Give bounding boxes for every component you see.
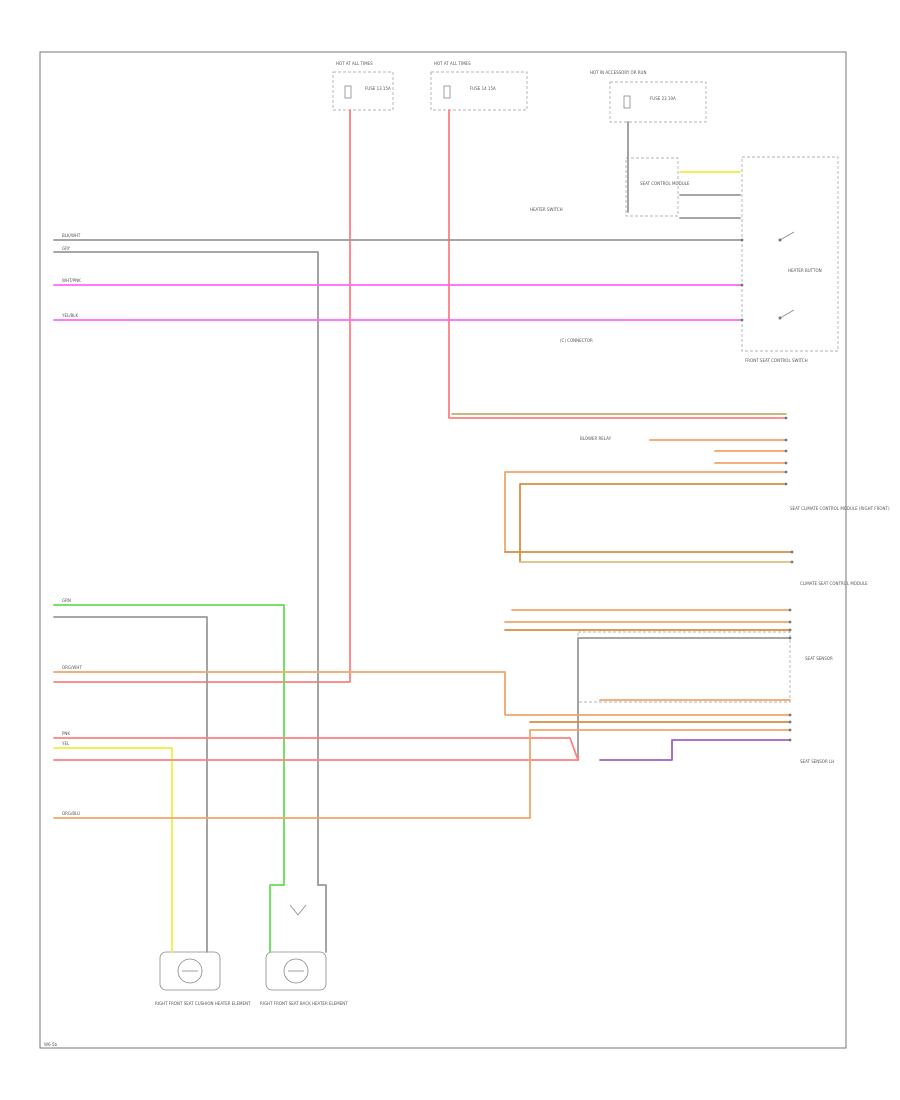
module-top-label: SEAT CONTROL MODULE [640, 181, 690, 186]
label-pnk: PNK [62, 731, 70, 736]
wire-grn [53, 604, 285, 886]
wire-pnk [53, 737, 579, 761]
heater-switch-label: HEATER SWITCH [530, 207, 563, 212]
fuse-icon [344, 85, 352, 99]
blower-relay-label: BLOWER RELAY [580, 436, 612, 441]
seat-sensor-label: SEAT SENSOR [805, 656, 833, 661]
module-rear-label: CLIMATE SEAT CONTROL MODULE [800, 581, 868, 586]
svg-text:HOT AT ALL TIMES: HOT AT ALL TIMES [336, 61, 373, 66]
wire-orange-5 [519, 483, 787, 563]
svg-text:CLIMATE SEAT CONTROL MODULE: CLIMATE SEAT CONTROL MODULE [800, 581, 868, 586]
wire-fuse-a-feed [53, 109, 351, 683]
rf-seat-back-label: RIGHT FRONT SEAT BACK HEATER ELEMENT [260, 1001, 348, 1006]
connector-top-label: (C) CONNECTOR [560, 338, 593, 343]
wire-org-blu [53, 729, 531, 819]
seat-sensor-box [577, 631, 791, 703]
fuse-icon [443, 85, 451, 99]
wire-gry [53, 251, 319, 886]
wire-gry-2 [53, 616, 208, 929]
fuse-block-b: HOT AT ALL TIMES FUSE 14 15A [430, 61, 528, 111]
connector-pins [740, 238, 794, 742]
wire-rear-4 [577, 637, 791, 761]
svg-text:HOT IN ACCESSORY OR RUN: HOT IN ACCESSORY OR RUN [590, 70, 646, 75]
fuse-block-c: HOT IN ACCESSORY OR RUN FUSE 23 10A [590, 70, 707, 123]
seat-sensor-lh-label: SEAT SENSOR LH [800, 759, 834, 764]
wire-fuse-b-feed [448, 109, 787, 419]
label-grn: GRN [62, 598, 71, 603]
rf-seat-cushion-label: RIGHT FRONT SEAT CUSHION HEATER ELEMENT [155, 1001, 251, 1006]
fuse-icon [623, 95, 631, 109]
page-code: W6-5b [44, 1042, 57, 1047]
fuse-block-a: HOT AT ALL TIMES FUSE 13 15A [332, 61, 394, 111]
wire-orange-4 [504, 471, 787, 553]
rf-seat-back-heater [265, 884, 327, 991]
seat-climate-module-label: SEAT CLIMATE CONTROL MODULE (RIGHT FRONT… [790, 506, 890, 511]
svg-text:FUSE 13 15A: FUSE 13 15A [365, 86, 391, 91]
label-blk-wht: BLK/WHT [62, 233, 81, 238]
seat-control-module-box [625, 157, 679, 217]
svg-text:FUSE 14 15A: FUSE 14 15A [470, 86, 496, 91]
label-org-blu: ORG/BLU [62, 811, 80, 816]
front-seat-control-switch: HEATER BUTTON FRONT SEAT CONTROL SWITCH [741, 156, 839, 363]
label-yel-blk: YEL/BLK [61, 313, 79, 318]
svg-text:HEATER BUTTON: HEATER BUTTON [788, 268, 822, 273]
label-yel: YEL [61, 741, 70, 746]
svg-text:HOT AT ALL TIMES: HOT AT ALL TIMES [434, 61, 471, 66]
svg-text:FUSE 23 10A: FUSE 23 10A [650, 96, 676, 101]
label-org-wht: ORG/WHT [62, 665, 82, 670]
wire-org-wht [53, 671, 791, 716]
wire-yel [53, 747, 173, 929]
label-gry: GRY [62, 246, 71, 251]
rf-seat-cushion-heater [159, 927, 221, 991]
diagram-frame [39, 51, 847, 1049]
svg-text:FRONT SEAT CONTROL SWITCH: FRONT SEAT CONTROL SWITCH [745, 358, 808, 363]
svg-text:SEAT CLIMATE CONTROL MODULE (R: SEAT CLIMATE CONTROL MODULE (RIGHT FRONT… [790, 506, 890, 511]
wire-violet [599, 739, 791, 761]
label-wht-pnk: WHT/PNK [62, 278, 81, 283]
